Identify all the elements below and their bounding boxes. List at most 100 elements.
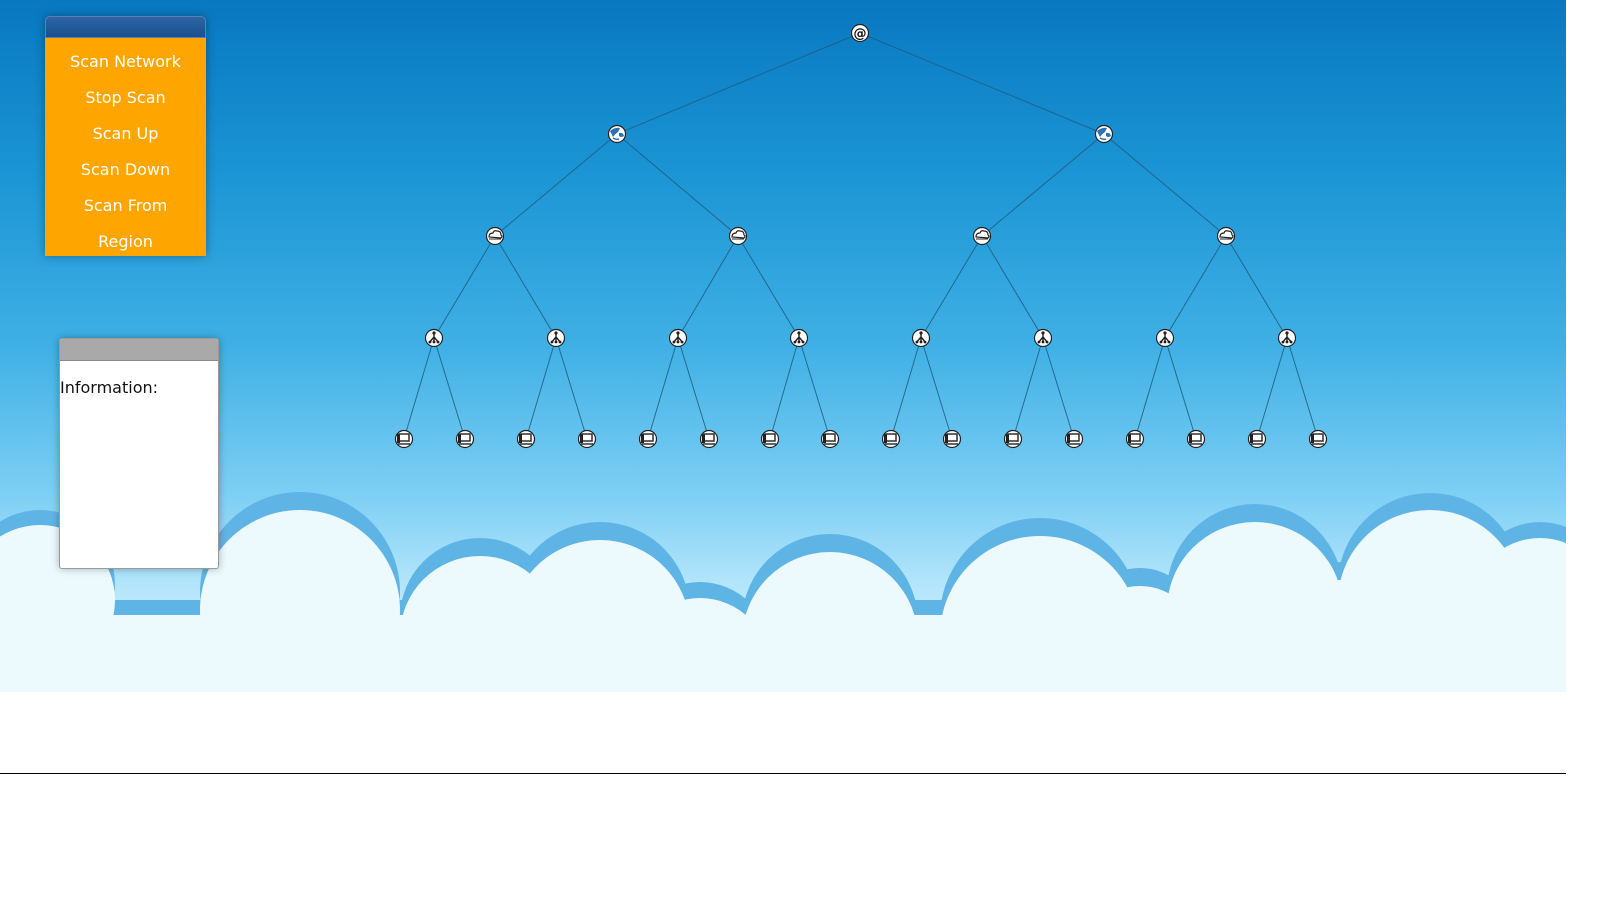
globe-icon [610, 127, 624, 141]
computer-icon [702, 433, 715, 445]
horizontal-divider [0, 773, 1566, 774]
computer-icon [1189, 433, 1202, 445]
router-icon-node[interactable] [1155, 328, 1175, 348]
router-icon-node[interactable] [1277, 328, 1297, 348]
router-icon [915, 331, 927, 344]
cloud-background [0, 492, 1566, 692]
tree-edge [890, 337, 922, 440]
computer-icon [823, 433, 836, 445]
tree-edge [798, 337, 831, 440]
at-sign-icon-node[interactable]: @ [850, 23, 870, 43]
tree-edge [433, 235, 496, 339]
computer-icon-node[interactable] [942, 429, 962, 449]
tree-edge [494, 235, 557, 339]
computer-icon-node[interactable] [394, 429, 414, 449]
computer-icon-node[interactable] [1064, 429, 1084, 449]
tree-edge [1012, 337, 1044, 440]
computer-icon [763, 433, 776, 445]
tree-edge [1164, 235, 1227, 339]
information-label: Information: [60, 378, 159, 397]
computer-icon-node[interactable] [1247, 429, 1267, 449]
at-sign-icon: @ [854, 27, 867, 42]
globe-icon-node[interactable] [607, 124, 627, 144]
computer-icon [458, 433, 471, 445]
tree-nodes: @ [394, 23, 1328, 449]
network-tree: @ [394, 23, 1328, 449]
info-titlebar[interactable] [60, 339, 218, 361]
computer-icon [945, 433, 958, 445]
tree-edge [677, 337, 710, 440]
computer-icon [884, 433, 897, 445]
scan-network-button[interactable]: Scan Network [70, 52, 181, 71]
tree-edge [433, 337, 466, 440]
computer-icon-node[interactable] [1308, 429, 1328, 449]
computer-icon-node[interactable] [516, 429, 536, 449]
tree-edge [1225, 235, 1288, 339]
tree-edge [981, 133, 1105, 237]
menu-titlebar[interactable] [45, 16, 206, 38]
tree-edge [403, 337, 435, 440]
computer-icon [1250, 433, 1263, 445]
tree-edge [525, 337, 557, 440]
computer-icon-node[interactable] [1003, 429, 1023, 449]
computer-icon [641, 433, 654, 445]
tree-edge [1103, 133, 1227, 237]
computer-icon-node[interactable] [1186, 429, 1206, 449]
tree-edge [859, 32, 1105, 135]
tree-edge [616, 32, 861, 135]
svg-text:@: @ [854, 27, 867, 42]
stop-scan-button[interactable]: Stop Scan [85, 88, 166, 107]
cloud-icon-node[interactable] [728, 226, 748, 246]
computer-icon [1067, 433, 1080, 445]
tree-edge [494, 133, 618, 237]
tree-edge [1134, 337, 1166, 440]
globe-icon-node[interactable] [1094, 124, 1114, 144]
cloud-icon-node[interactable] [1216, 226, 1236, 246]
router-icon-node[interactable] [424, 328, 444, 348]
computer-icon-node[interactable] [577, 429, 597, 449]
router-icon-node[interactable] [546, 328, 566, 348]
computer-icon [519, 433, 532, 445]
tree-edge [616, 133, 739, 237]
computer-icon-node[interactable] [760, 429, 780, 449]
computer-icon-node[interactable] [455, 429, 475, 449]
node-circle [850, 23, 870, 43]
router-icon-node[interactable] [911, 328, 931, 348]
cloud-icon [488, 230, 503, 240]
computer-icon [1128, 433, 1141, 445]
cloud-icon-node[interactable] [972, 226, 992, 246]
router-icon [672, 331, 684, 344]
router-icon-node[interactable] [789, 328, 809, 348]
scan-from-region-button[interactable]: Scan From Region [83, 196, 168, 251]
router-icon [1037, 331, 1049, 344]
computer-icon [580, 433, 593, 445]
computer-icon-node[interactable] [881, 429, 901, 449]
router-icon-node[interactable] [668, 328, 688, 348]
scan-up-button[interactable]: Scan Up [92, 124, 159, 143]
computer-icon-node[interactable] [1125, 429, 1145, 449]
information-panel: Information: [59, 338, 219, 569]
computer-icon-node[interactable] [638, 429, 658, 449]
cloud-icon [731, 230, 746, 240]
tree-edges [403, 32, 1319, 440]
computer-icon-node[interactable] [820, 429, 840, 449]
globe-icon [1097, 127, 1111, 141]
router-icon [1281, 331, 1293, 344]
cloud-icon [1219, 230, 1234, 240]
computer-icon [397, 433, 410, 445]
menu-body: Scan Network Stop Scan Scan Up Scan Down… [45, 38, 206, 256]
router-icon-node[interactable] [1033, 328, 1053, 348]
computer-icon-node[interactable] [699, 429, 719, 449]
router-icon [793, 331, 805, 344]
cloud-icon-node[interactable] [485, 226, 505, 246]
tree-edge [920, 337, 953, 440]
scan-down-button[interactable]: Scan Down [80, 160, 171, 179]
tree-edge [1164, 337, 1197, 440]
tree-edge [1042, 337, 1075, 440]
computer-icon [1006, 433, 1019, 445]
tree-edge [555, 337, 588, 440]
tree-edge [737, 235, 800, 339]
tree-edge [677, 235, 739, 339]
cloud-icon [975, 230, 990, 240]
tree-edge [1286, 337, 1319, 440]
